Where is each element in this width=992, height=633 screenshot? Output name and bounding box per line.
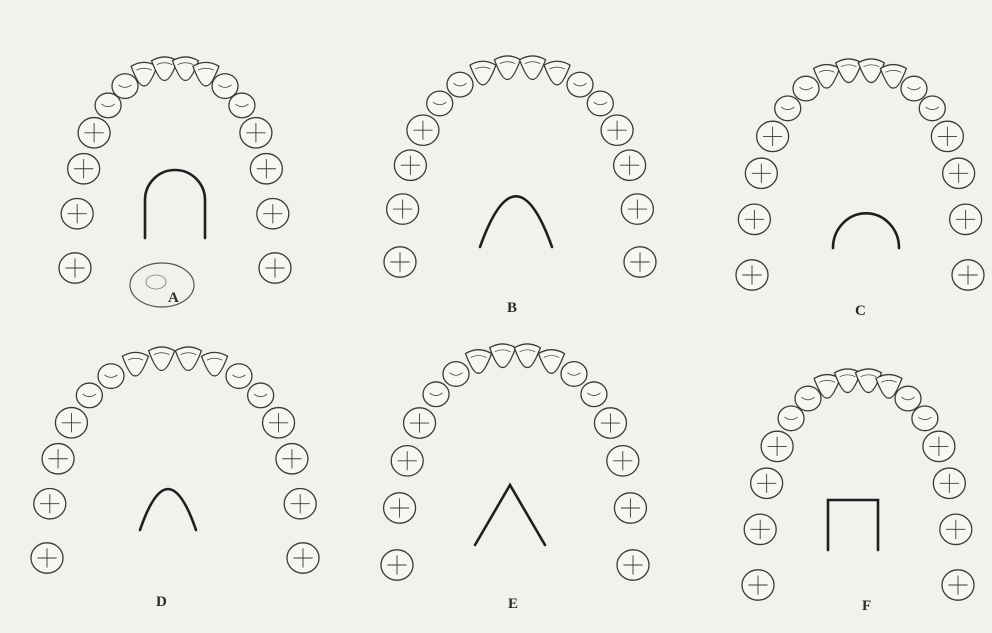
arch-form-symbol-b [480,196,552,247]
arch-form-symbol-c [833,213,899,248]
panel-label-c: C [855,303,866,320]
dental-arch-f [742,369,974,600]
arch-form-symbol-e [475,485,545,545]
dental-arch-a [59,57,291,307]
dental-arch-d [31,347,319,573]
dental-arch-c [736,59,984,290]
dental-arch-b [384,56,656,277]
panel-label-b: B [507,300,517,317]
panel-label-e: E [508,596,518,613]
sketch-circle [130,263,194,307]
panel-label-a: A [168,290,179,307]
arch-form-symbol-f [828,500,878,550]
dental-arch-e [381,344,649,580]
arch-form-symbol-a [145,170,205,238]
panel-label-d: D [156,594,167,611]
panel-label-f: F [862,598,871,615]
arch-form-symbol-d [140,489,196,530]
